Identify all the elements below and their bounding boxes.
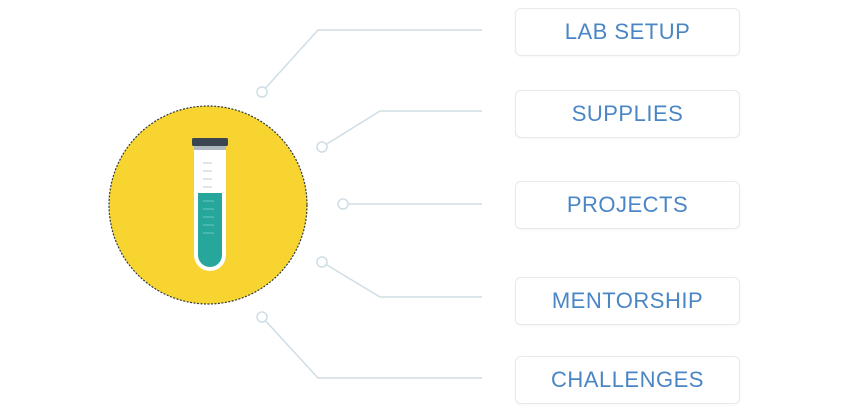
projects-label: PROJECTS [566, 192, 689, 217]
node-dot-challenges [256, 311, 268, 323]
lab-setup-label: LAB SETUP [564, 19, 691, 44]
projects-button[interactable]: PROJECTS [515, 181, 740, 229]
connector-challenges [261, 316, 482, 379]
connector-supplies [321, 110, 482, 148]
lab-setup-button[interactable]: LAB SETUP [515, 8, 740, 56]
node-dot-projects [337, 198, 349, 210]
node-dot-supplies [316, 141, 328, 153]
mentorship-label: MENTORSHIP [551, 288, 704, 313]
challenges-label: CHALLENGES [551, 367, 704, 392]
node-dot-mentorship [316, 256, 328, 268]
supplies-label: SUPPLIES [571, 101, 684, 126]
hub-circle [108, 105, 308, 305]
node-dot-lab-setup [256, 86, 268, 98]
test-tube-icon [192, 138, 228, 271]
supplies-button[interactable]: SUPPLIES [515, 90, 740, 138]
connector-mentorship [321, 261, 482, 298]
connector-lab-setup [261, 29, 482, 93]
challenges-button[interactable]: CHALLENGES [515, 356, 740, 404]
mentorship-button[interactable]: MENTORSHIP [515, 277, 740, 325]
